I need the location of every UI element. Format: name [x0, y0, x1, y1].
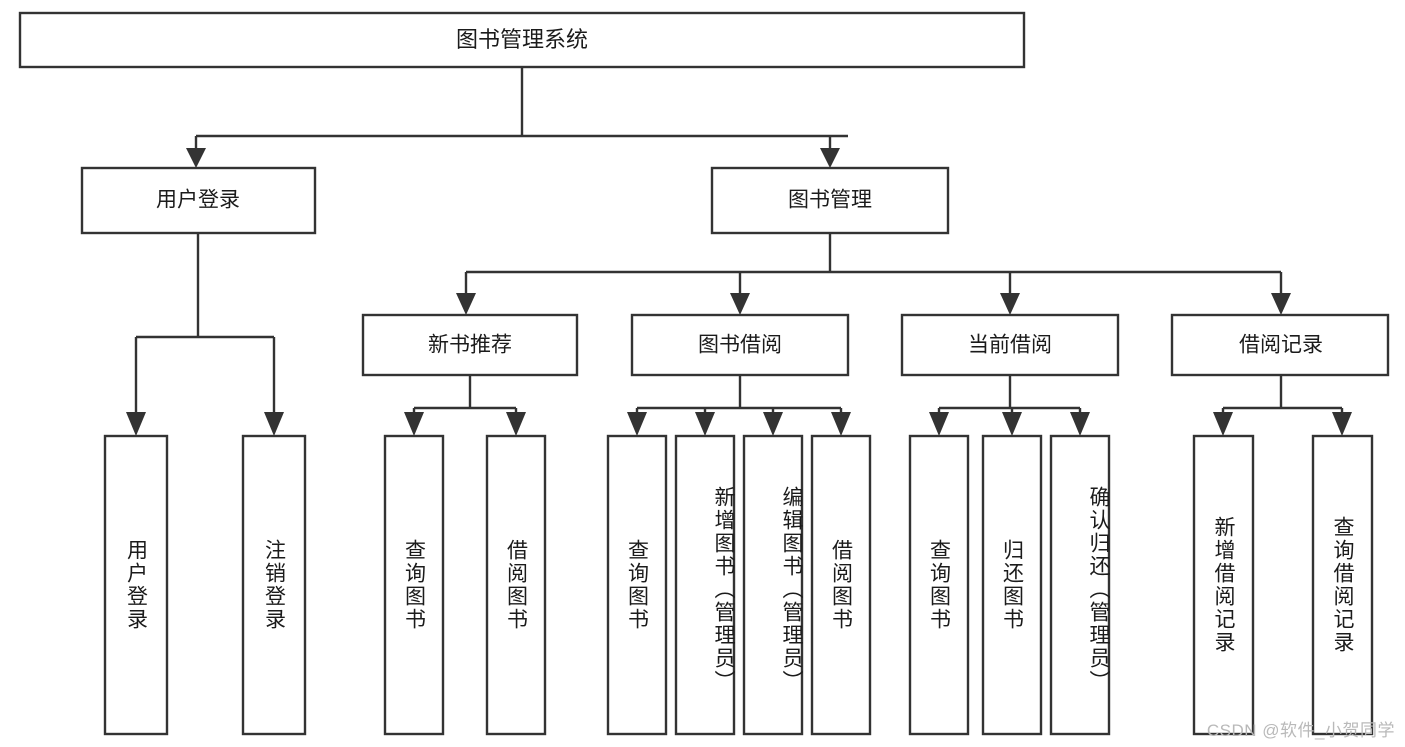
node-root-system-label: 图书管理系统 — [456, 27, 588, 52]
connector-book-mgmt-to-level3 — [456, 233, 1291, 315]
leaf-rect-user-login[interactable] — [103, 434, 169, 736]
connector-user-login-to-leaves — [126, 233, 284, 436]
leaf-rect-edit-book-admin[interactable] — [742, 434, 804, 736]
node-borrow-record[interactable]: 借阅记录 — [1170, 313, 1390, 377]
leaf-rect-query-book-new[interactable] — [383, 434, 445, 736]
node-root-system[interactable]: 图书管理系统 — [18, 11, 1026, 69]
leaf-rect-logout[interactable] — [241, 434, 307, 736]
node-current-borrow-label: 当前借阅 — [968, 334, 1052, 357]
leaf-rect-borrow-book-new[interactable] — [485, 434, 547, 736]
node-borrow-record-label: 借阅记录 — [1239, 334, 1323, 357]
leaf-rect-add-book-admin[interactable] — [674, 434, 736, 736]
connector-root-to-level2 — [186, 67, 848, 168]
node-new-book-recommend-label: 新书推荐 — [428, 334, 512, 357]
leaf-rect-return-book[interactable] — [981, 434, 1043, 736]
node-book-borrow-label: 图书借阅 — [698, 334, 782, 357]
node-book-management[interactable]: 图书管理 — [710, 166, 950, 235]
leaf-rect-query-record[interactable] — [1311, 434, 1374, 736]
node-current-borrow[interactable]: 当前借阅 — [900, 313, 1120, 377]
leaf-node-rects — [103, 434, 1374, 736]
leaf-rect-query-book-current[interactable] — [908, 434, 970, 736]
connector-new-book-to-leaves — [404, 375, 526, 436]
watermark-text: CSDN @软件_小贺同学 — [1206, 721, 1395, 740]
node-book-borrow[interactable]: 图书借阅 — [630, 313, 850, 377]
leaf-rect-borrow-book[interactable] — [810, 434, 872, 736]
connector-borrow-record-to-leaves — [1213, 375, 1352, 436]
node-book-management-label: 图书管理 — [788, 189, 872, 212]
leaf-rect-confirm-return[interactable] — [1049, 434, 1111, 736]
connector-current-borrow-to-leaves — [929, 375, 1090, 436]
node-user-login[interactable]: 用户登录 — [80, 166, 317, 235]
node-user-login-label: 用户登录 — [156, 189, 240, 212]
connector-book-borrow-to-leaves — [627, 375, 851, 436]
node-new-book-recommend[interactable]: 新书推荐 — [361, 313, 579, 377]
leaf-rect-query-book-borrow[interactable] — [606, 434, 668, 736]
leaf-rect-add-record[interactable] — [1192, 434, 1255, 736]
